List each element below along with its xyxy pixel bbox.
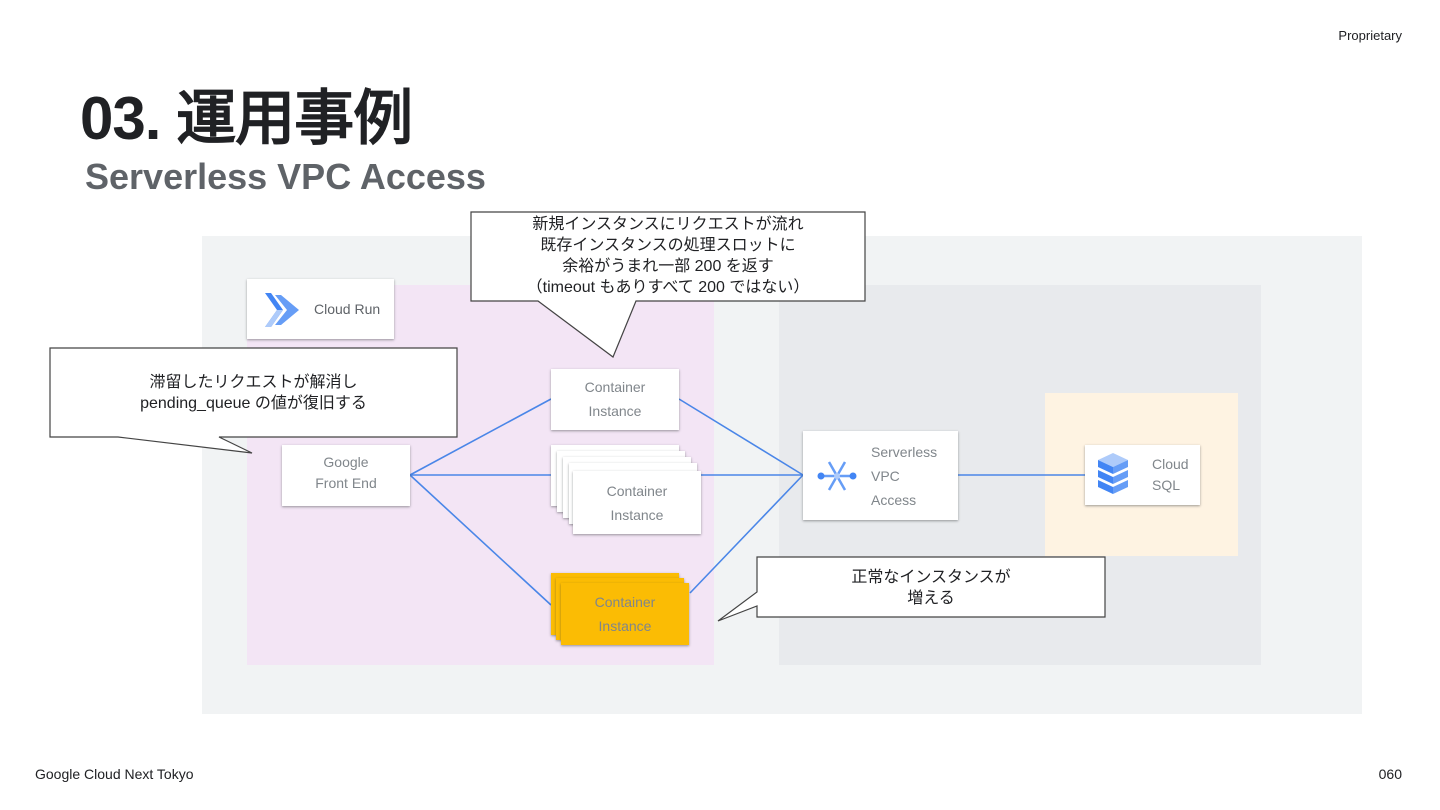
callout-top-shape <box>470 211 866 358</box>
connector-top-to-vpc <box>678 398 804 476</box>
cloud-sql-card: Cloud SQL <box>1085 445 1200 505</box>
callout-bottom-shape <box>717 556 1106 622</box>
page-subtitle: Serverless VPC Access <box>85 156 486 197</box>
connector-bottom-to-vpc <box>689 474 804 594</box>
proprietary-label: Proprietary <box>1338 28 1402 43</box>
container-mid-line2: Instance <box>610 507 664 523</box>
container-mid-line1: Container <box>606 483 668 499</box>
cloud-run-label: Cloud Run <box>314 301 381 317</box>
cloud-run-icon <box>265 293 299 327</box>
vpc-line3: Access <box>871 492 917 508</box>
page-number: 060 <box>1378 766 1402 782</box>
connector-gfe-to-bottom <box>409 474 552 606</box>
container-bottom-line1: Container <box>594 594 656 610</box>
gfe-line1: Google <box>323 454 369 470</box>
google-front-end-card: Google Front End <box>282 445 410 506</box>
vpc-access-icon <box>817 461 857 491</box>
page-title: 03. 運用事例 <box>80 85 413 152</box>
callout-left-shape <box>49 347 458 454</box>
sql-line2: SQL <box>1152 477 1181 493</box>
container-instance-top: Container Instance <box>551 369 679 430</box>
cloud-sql-icon <box>1098 453 1128 494</box>
cloud-run-card: Cloud Run <box>247 279 394 339</box>
callout-left-text: 滞留したリクエストが解消し pending_queue の値が復旧する <box>140 374 367 412</box>
callout-top-text: 新規インスタンスにリクエストが流れ 既存インスタンスの処理スロットに 余裕がうま… <box>526 216 810 296</box>
callout-bottom-text: 正常なインスタンスが 増える <box>851 569 1011 607</box>
gfe-line2: Front End <box>315 475 377 491</box>
vpc-line2: VPC <box>871 468 900 484</box>
container-instance-bottom: Container Instance <box>561 583 689 645</box>
vpc-line1: Serverless <box>871 444 938 460</box>
container-instance-middle: Container Instance <box>573 471 701 534</box>
footer-event-name: Google Cloud Next Tokyo <box>35 766 194 782</box>
vpc-access-label: Serverless VPC Access <box>871 440 937 512</box>
serverless-vpc-access-card: Serverless VPC Access <box>803 431 958 520</box>
container-bottom-line2: Instance <box>598 618 652 634</box>
cloud-sql-label: Cloud SQL <box>1152 454 1189 496</box>
container-top-line1: Container <box>584 379 646 395</box>
sql-line1: Cloud <box>1152 456 1189 472</box>
connector-gfe-to-top <box>409 398 552 476</box>
container-top-line2: Instance <box>588 403 642 419</box>
